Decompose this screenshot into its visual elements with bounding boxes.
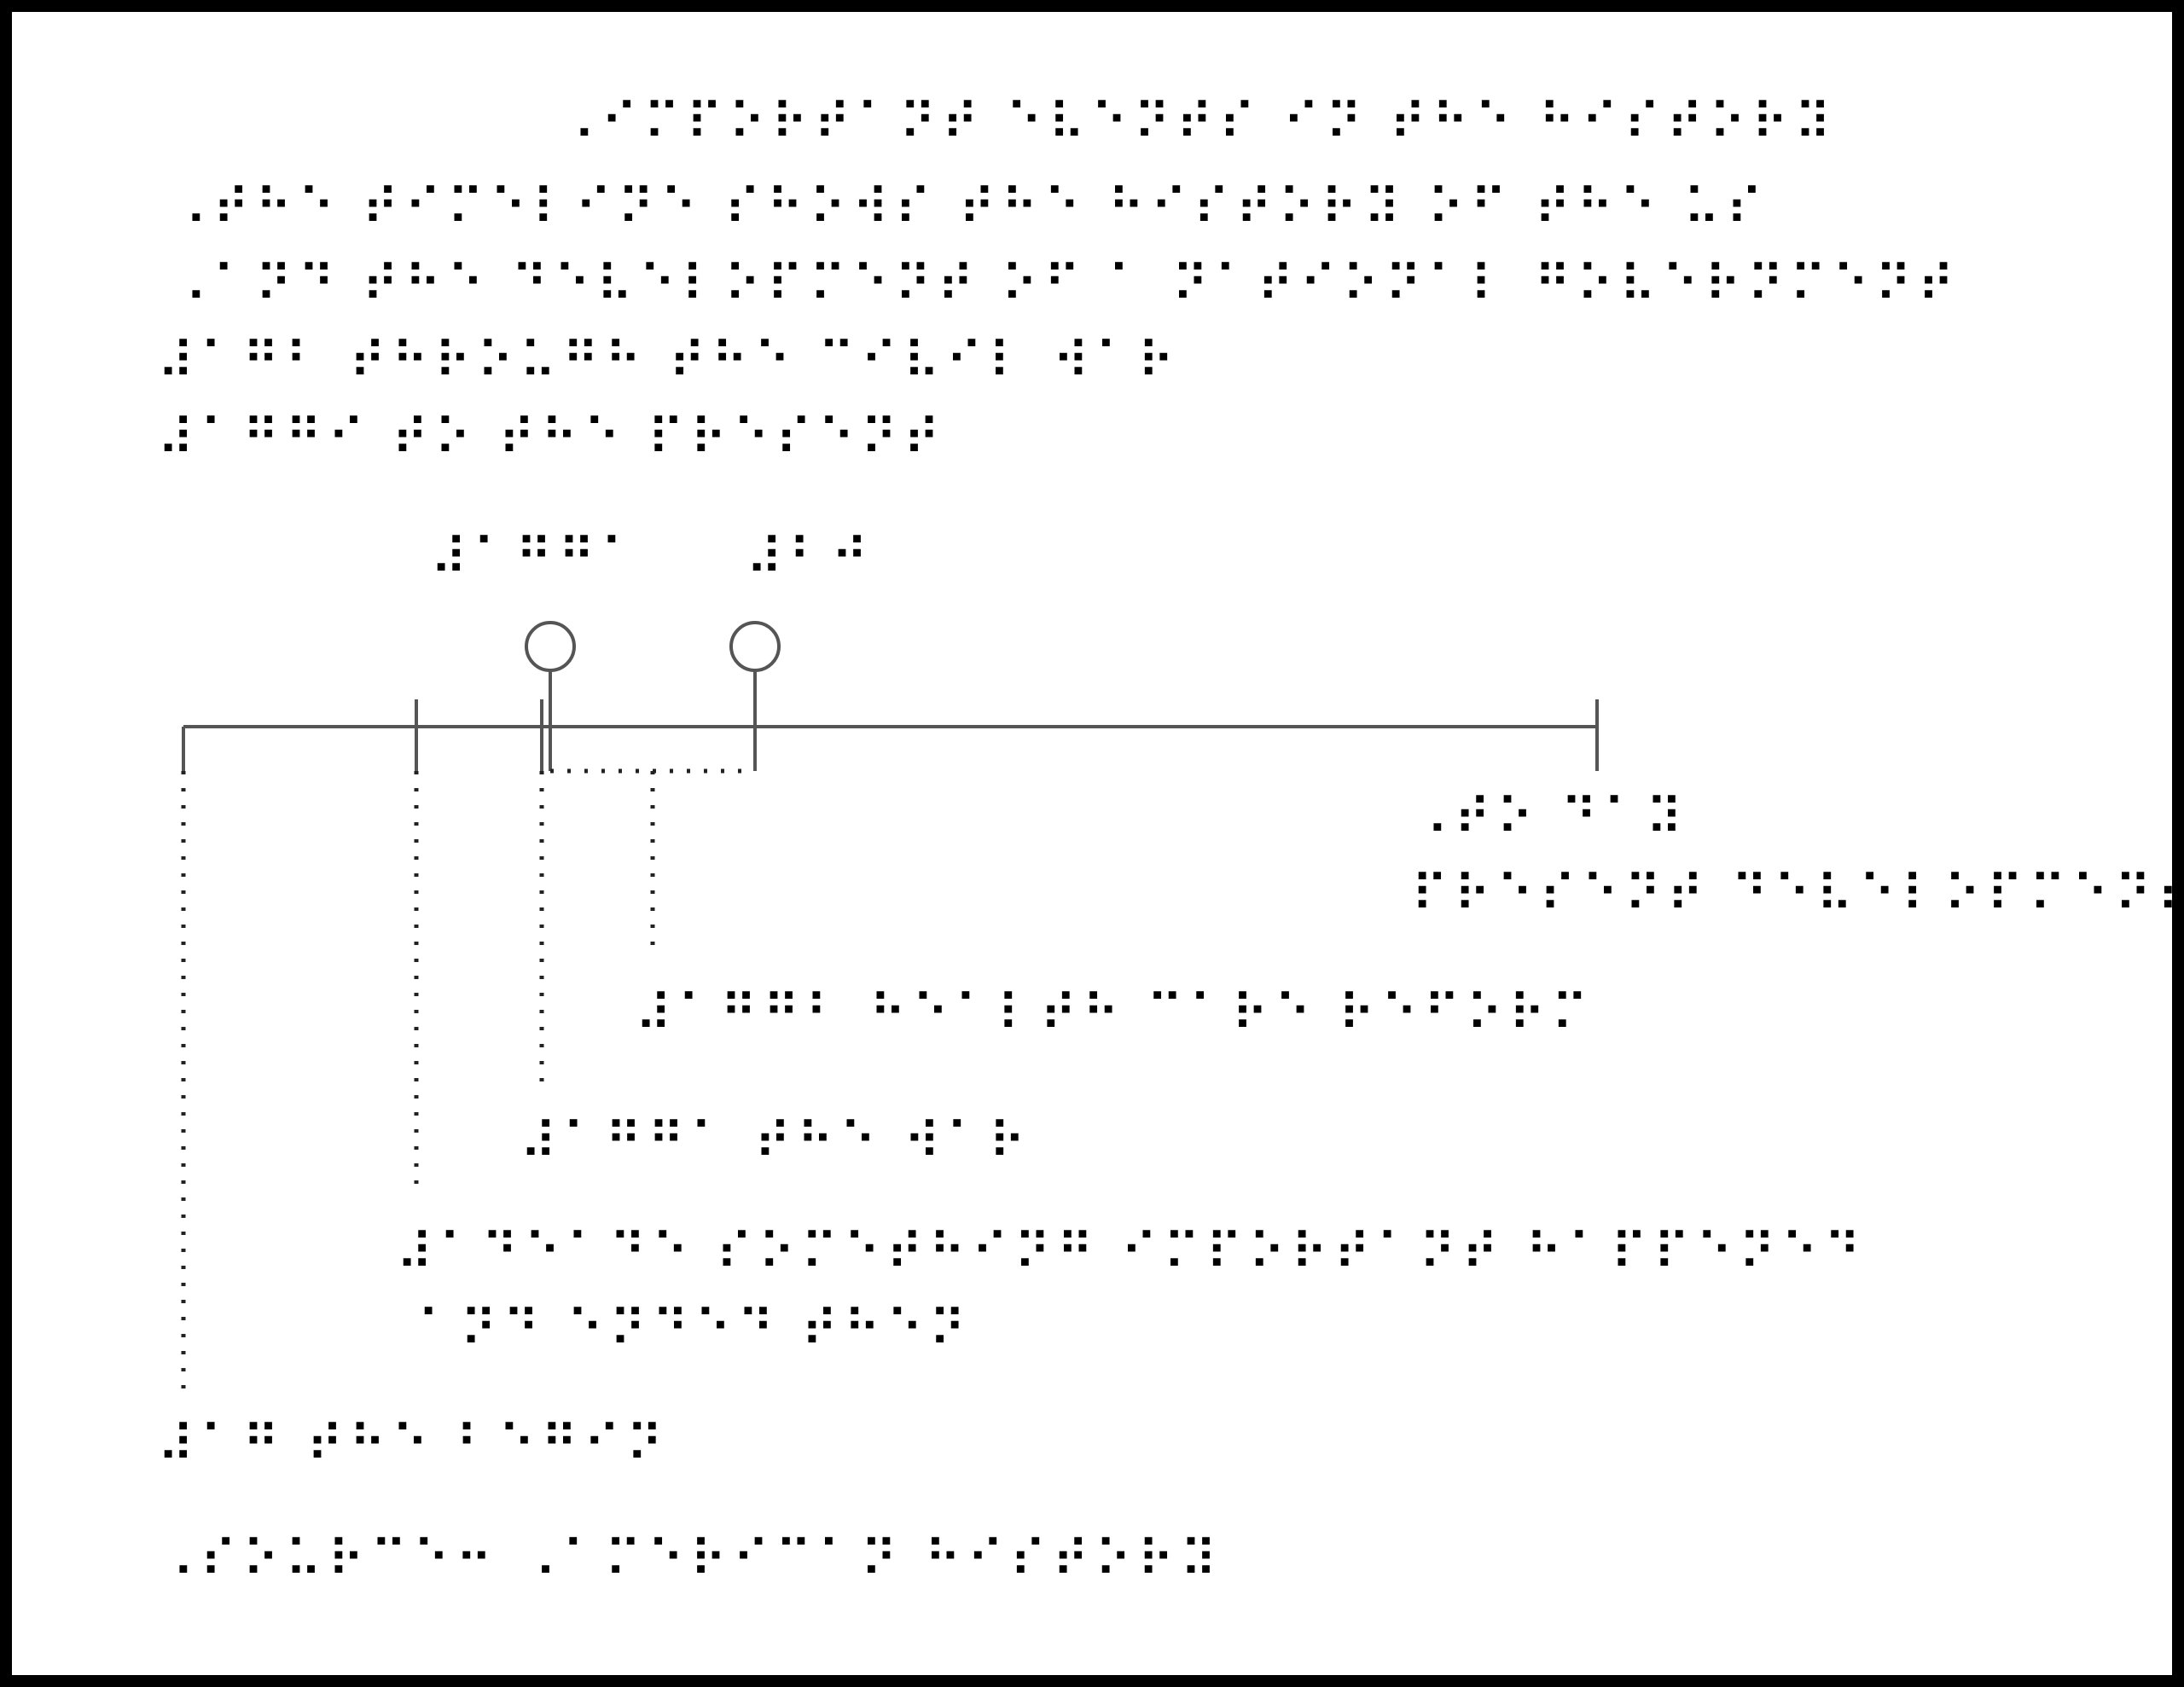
marker-circle-1 bbox=[525, 621, 576, 672]
marker-label-2: ⠼⠃⠚ bbox=[746, 528, 874, 588]
footer-source: ⠠⠎⠕⠥⠗⠉⠑⠒ ⠠⠁⠍⠑⠗⠊⠉⠁⠝ ⠓⠊⠎⠞⠕⠗⠽ bbox=[157, 1530, 1223, 1590]
end-label-2: ⠏⠗⠑⠎⠑⠝⠞ ⠙⠑⠧⠑⠇⠕⠏⠍⠑⠝⠞ bbox=[1411, 865, 2184, 925]
timeline-graphic bbox=[181, 621, 1599, 1389]
end-label-1: ⠠⠞⠕ ⠙⠁⠽ bbox=[1411, 788, 1688, 848]
intro-line-4: ⠼⠁⠛⠛⠊ ⠞⠕ ⠞⠓⠑ ⠏⠗⠑⠎⠑⠝⠞ bbox=[157, 409, 946, 468]
diagram-canvas: ⠠⠊⠍⠏⠕⠗⠞⠁⠝⠞ ⠑⠧⠑⠝⠞⠎ ⠊⠝ ⠞⠓⠑ ⠓⠊⠎⠞⠕⠗⠽ ⠠⠞⠓⠑ ⠞⠊… bbox=[12, 12, 2184, 1675]
marker-label-1: ⠼⠁⠛⠛⠁ bbox=[430, 528, 643, 588]
event-1: ⠼⠁⠛⠛⠃ ⠓⠑⠁⠇⠞⠓ ⠉⠁⠗⠑ ⠗⠑⠋⠕⠗⠍ bbox=[635, 984, 1594, 1044]
intro-line-1: ⠠⠞⠓⠑ ⠞⠊⠍⠑⠇⠊⠝⠑ ⠎⠓⠕⠺⠎ ⠞⠓⠑ ⠓⠊⠎⠞⠕⠗⠽ ⠕⠋ ⠞⠓⠑ ⠥… bbox=[170, 178, 1769, 238]
marker-circle-2 bbox=[729, 621, 781, 672]
event-4: ⠁⠝⠙ ⠑⠝⠙⠑⠙ ⠞⠓⠑⠝ bbox=[417, 1300, 972, 1359]
intro-line-2: ⠠⠁⠝⠙ ⠞⠓⠑ ⠙⠑⠧⠑⠇⠕⠏⠍⠑⠝⠞ ⠕⠋ ⠁ ⠝⠁⠞⠊⠕⠝⠁⠇ ⠛⠕⠧⠑⠗… bbox=[170, 255, 1960, 315]
event-5: ⠼⠁⠛ ⠞⠓⠑ ⠃⠑⠛⠊⠝ bbox=[157, 1415, 669, 1475]
event-2: ⠼⠁⠛⠛⠁ ⠞⠓⠑ ⠺⠁⠗ bbox=[520, 1112, 1031, 1172]
intro-line-3: ⠼⠁⠛⠃ ⠞⠓⠗⠕⠥⠛⠓ ⠞⠓⠑ ⠉⠊⠧⠊⠇ ⠺⠁⠗ bbox=[157, 332, 1181, 391]
event-3: ⠼⠁⠙⠑⠁⠙⠑ ⠎⠕⠍⠑⠞⠓⠊⠝⠛ ⠊⠍⠏⠕⠗⠞⠁⠝⠞ ⠓⠁⠏⠏⠑⠝⠑⠙ bbox=[396, 1223, 1867, 1283]
title-braille: ⠠⠊⠍⠏⠕⠗⠞⠁⠝⠞ ⠑⠧⠑⠝⠞⠎ ⠊⠝ ⠞⠓⠑ ⠓⠊⠎⠞⠕⠗⠽ bbox=[558, 93, 1837, 153]
